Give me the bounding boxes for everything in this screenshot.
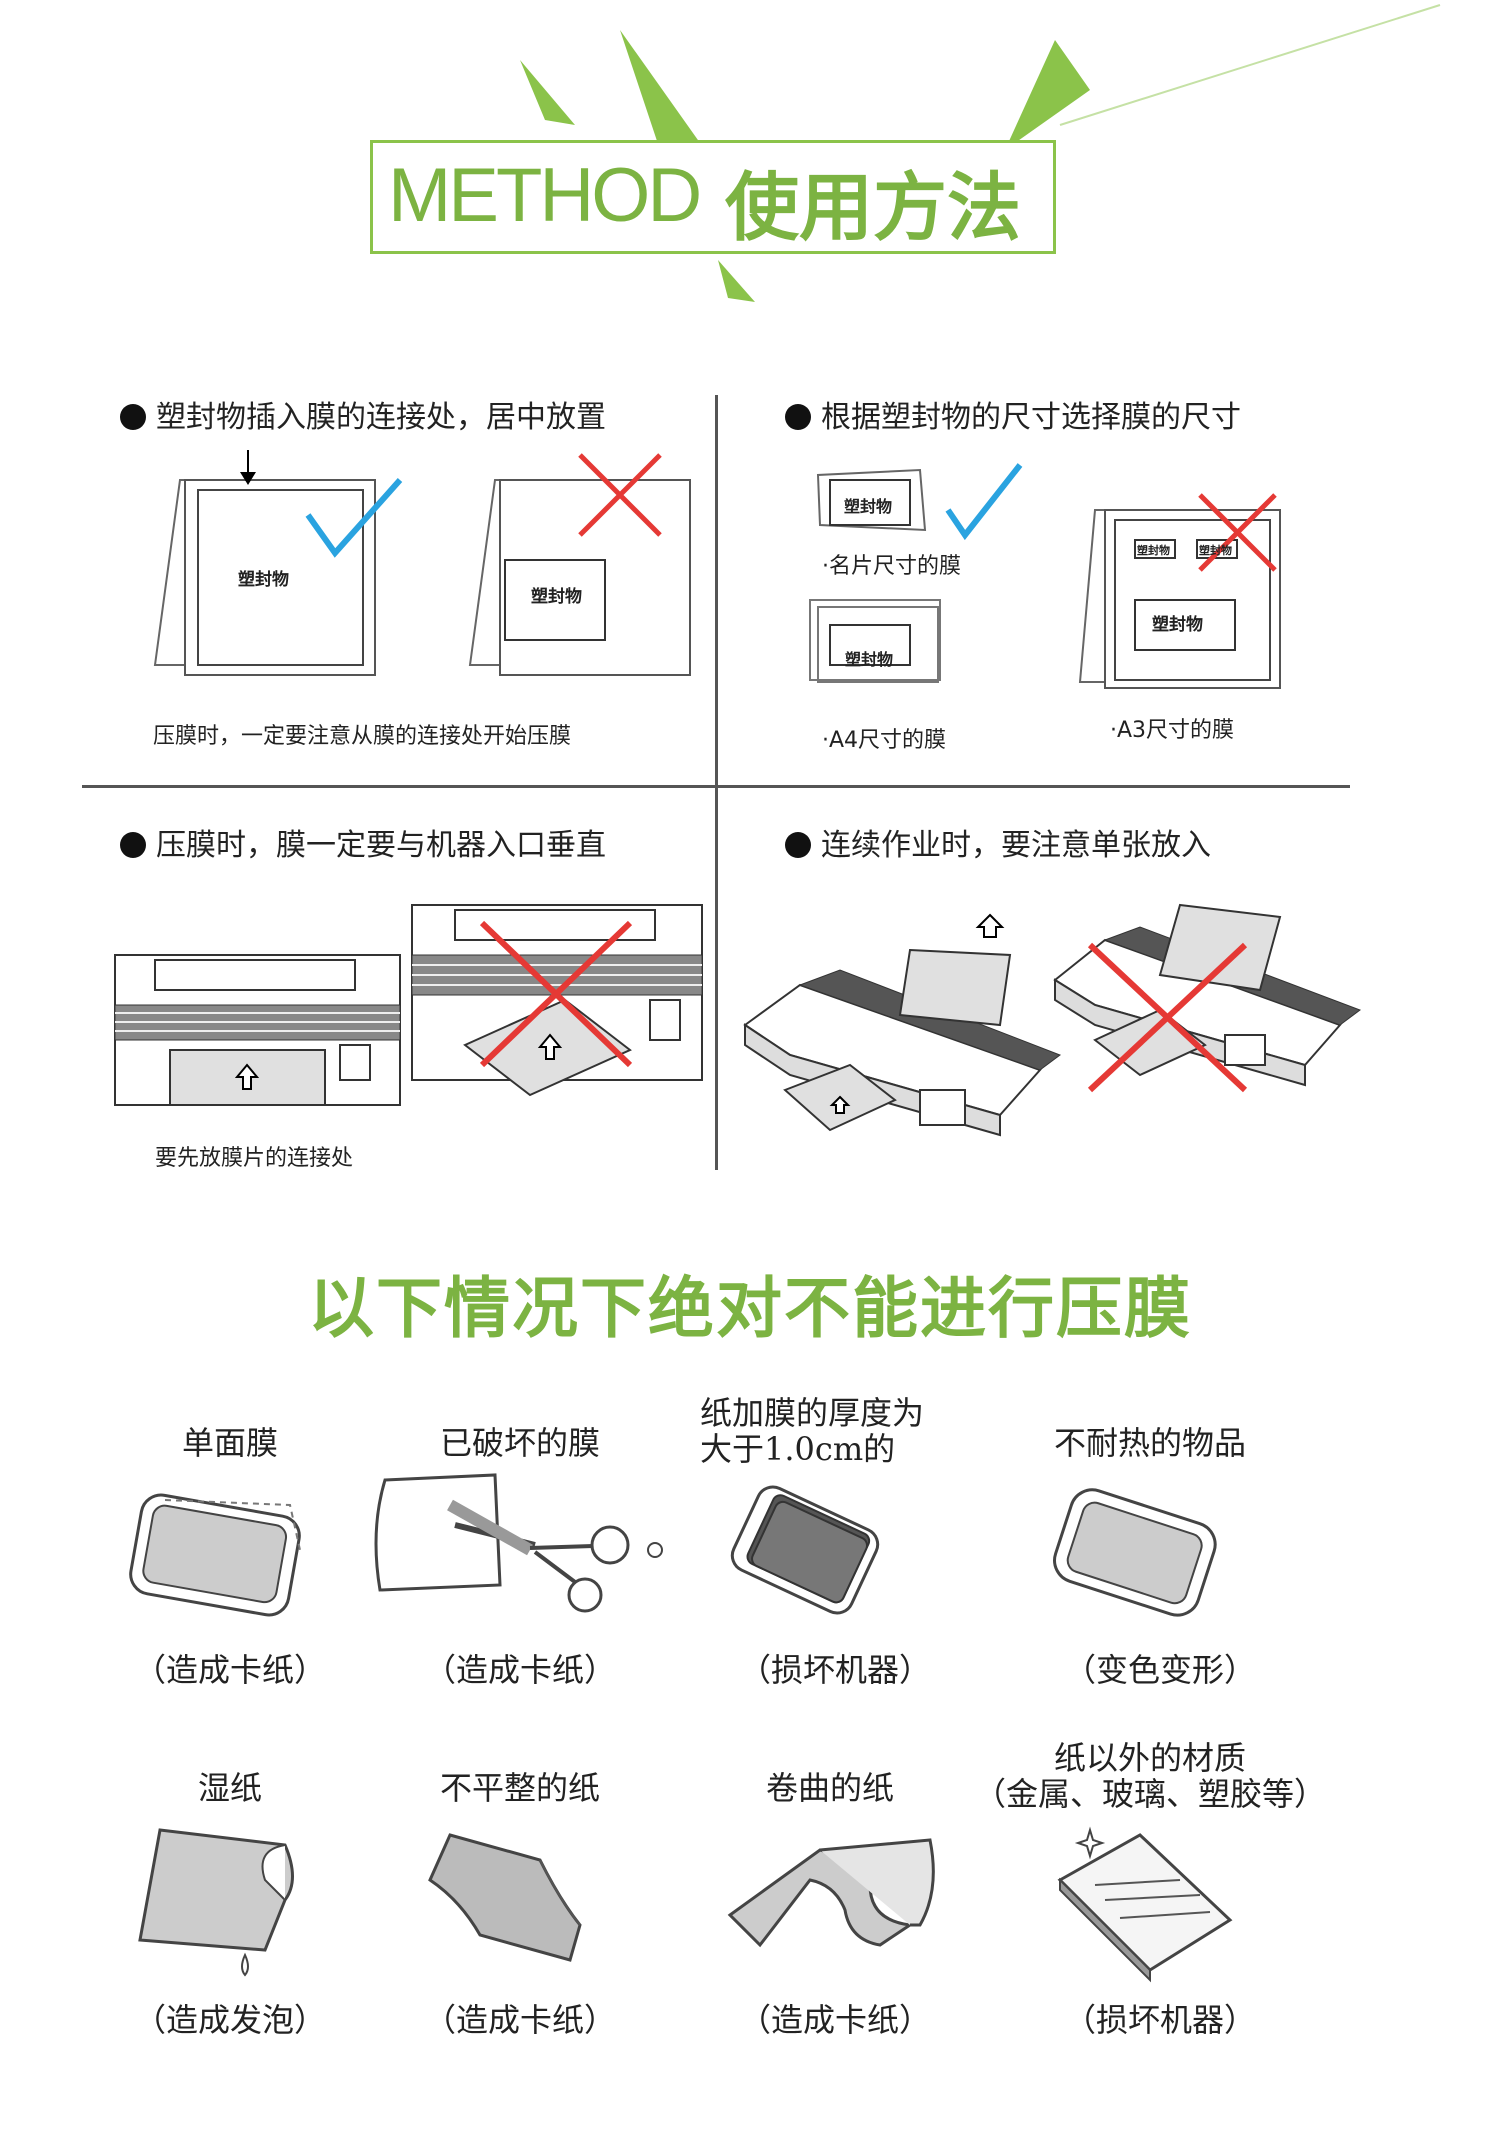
warning-result: （造成卡纸） bbox=[133, 1651, 326, 1689]
section-4-heading: 连续作业时，要注意单张放入 bbox=[785, 820, 1211, 864]
bullet-icon bbox=[785, 832, 811, 858]
bullet-icon bbox=[120, 404, 146, 430]
card-item-label: 塑封物 bbox=[844, 497, 893, 516]
warning-result: （损坏机器） bbox=[1063, 2001, 1256, 2039]
a4-item-label: 塑封物 bbox=[845, 650, 894, 669]
title-en: METHOD bbox=[388, 153, 702, 238]
warning-label: 纸以外的材质（金属、玻璃、塑胶等） bbox=[973, 1739, 1326, 1813]
thick-paper-icon bbox=[730, 1485, 880, 1615]
section-3-caption: 要先放膜片的连接处 bbox=[155, 1146, 354, 1171]
title-cn: 使用方法 bbox=[725, 165, 1021, 251]
size-illustration bbox=[809, 463, 1281, 689]
warning-label: 单面膜 bbox=[181, 1424, 278, 1462]
a3-small-label-1: 塑封物 bbox=[1137, 544, 1170, 557]
decor-triangles bbox=[520, 4, 1441, 302]
glass-material-icon bbox=[1057, 1826, 1233, 1983]
item-label-wrong: 塑封物 bbox=[531, 587, 582, 607]
warning-result: （造成卡纸） bbox=[423, 2001, 616, 2039]
warning-label: 卷曲的纸 bbox=[765, 1769, 894, 1807]
warning-title: 以下情况下绝对不能进行压膜 bbox=[308, 1270, 1192, 1347]
single-sided-film-icon bbox=[129, 1493, 301, 1617]
divider-vertical bbox=[715, 395, 718, 1170]
warning-result: （损坏机器） bbox=[738, 1651, 931, 1689]
wet-paper-icon bbox=[138, 1828, 294, 1977]
insert-illustration bbox=[153, 450, 691, 676]
section-1-heading: 塑封物插入膜的连接处，居中放置 bbox=[120, 392, 606, 436]
bullet-icon bbox=[785, 404, 811, 430]
machine-side-illustration bbox=[743, 903, 1362, 1137]
title-frame bbox=[370, 140, 1056, 254]
section-2-heading: 根据塑封物的尺寸选择膜的尺寸 bbox=[785, 392, 1241, 436]
warning-result: （造成卡纸） bbox=[738, 2001, 931, 2039]
warning-label: 不平整的纸 bbox=[439, 1769, 600, 1807]
machine-front-illustration bbox=[114, 904, 703, 1106]
warning-result: （造成卡纸） bbox=[423, 1651, 616, 1689]
divider-horizontal bbox=[82, 785, 1350, 788]
uneven-paper-icon bbox=[428, 1833, 582, 1962]
heat-sensitive-item-icon bbox=[1053, 1488, 1217, 1617]
item-label-correct: 塑封物 bbox=[238, 570, 289, 590]
warning-label: 不耐热的物品 bbox=[1053, 1424, 1246, 1462]
a4-size-caption: ·A4尺寸的膜 bbox=[822, 728, 947, 753]
scissors-icon bbox=[374, 1473, 663, 1613]
a3-size-caption: ·A3尺寸的膜 bbox=[1110, 718, 1235, 743]
a3-small-label-2: 塑封物 bbox=[1199, 544, 1232, 557]
warning-result: （变色变形） bbox=[1063, 1651, 1256, 1689]
section-1-caption: 压膜时，一定要注意从膜的连接处开始压膜 bbox=[153, 724, 572, 749]
curled-paper-icon bbox=[727, 1838, 935, 1948]
warning-result: （造成发泡） bbox=[133, 2001, 326, 2039]
bullet-icon bbox=[120, 832, 146, 858]
card-size-caption: ·名片尺寸的膜 bbox=[822, 554, 961, 579]
a3-item-label: 塑封物 bbox=[1152, 615, 1203, 635]
warning-label: 湿纸 bbox=[197, 1769, 262, 1807]
warning-label: 已破坏的膜 bbox=[439, 1424, 600, 1462]
warning-label: 纸加膜的厚度为大于1.0cm的 bbox=[700, 1394, 925, 1468]
section-3-heading: 压膜时，膜一定要与机器入口垂直 bbox=[120, 820, 606, 864]
